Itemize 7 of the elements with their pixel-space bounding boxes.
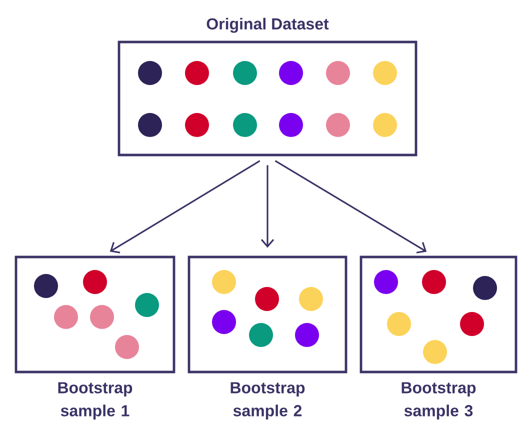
box-caption: Bootstrap sample 2 [230,382,305,420]
box-caption: Bootstrap sample 3 [402,382,476,420]
arrow [274,160,427,254]
arrow [260,165,274,248]
box-title: Original Dataset [206,18,329,33]
arrow [110,160,260,254]
box-caption: Bootstrap sample 1 [58,382,132,420]
